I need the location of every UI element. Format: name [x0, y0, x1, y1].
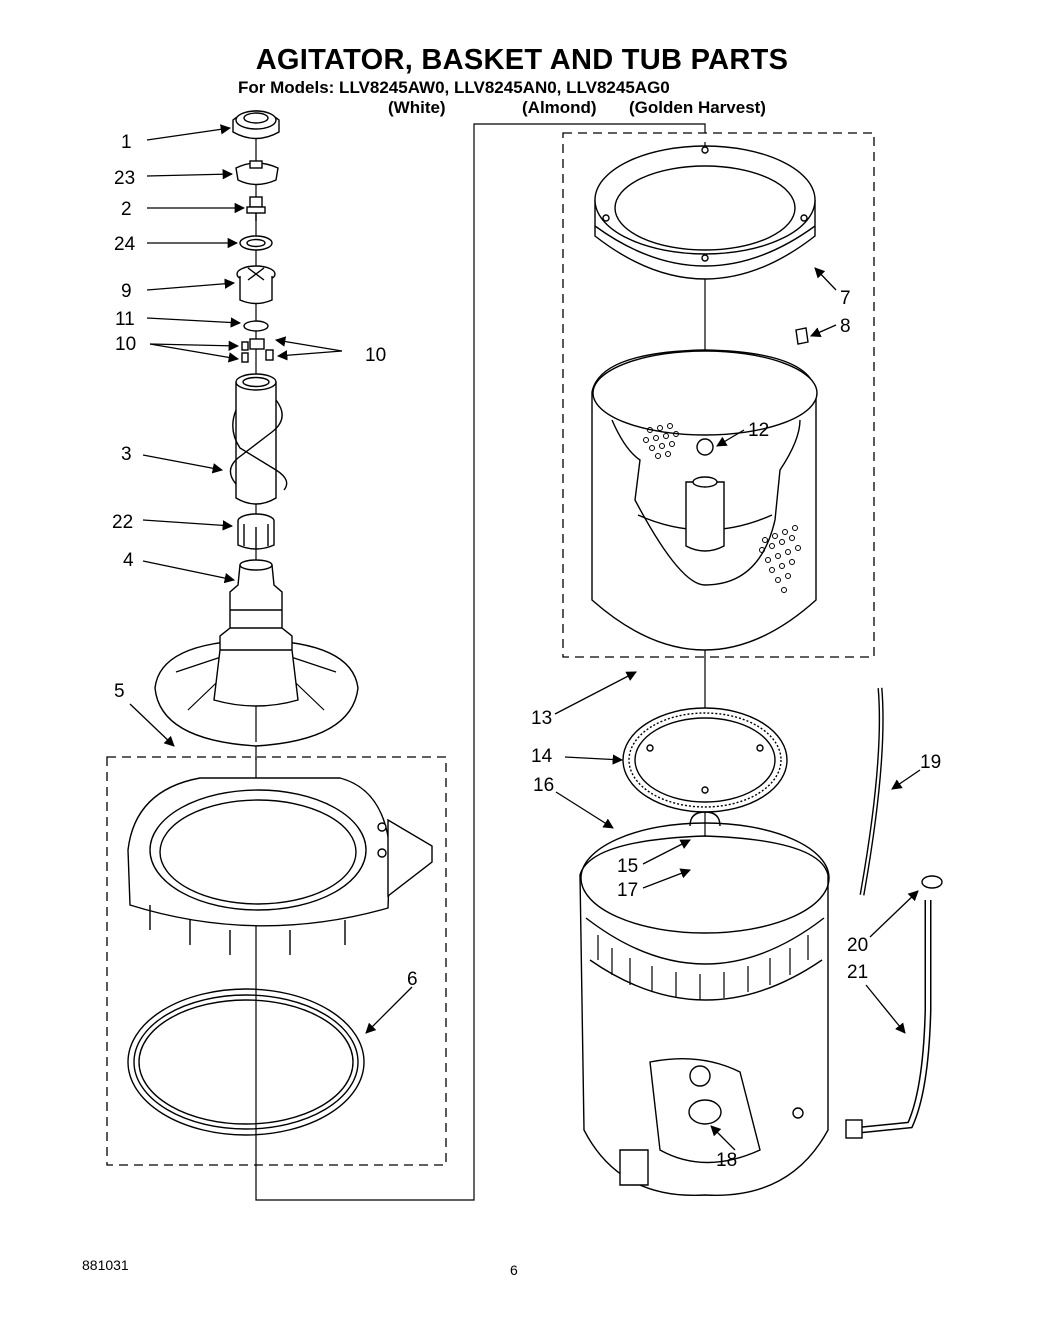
tub-ribs	[597, 935, 809, 1000]
callout-2: 2	[121, 199, 132, 220]
callout-18: 18	[716, 1150, 737, 1171]
agitator-cap	[232, 110, 280, 140]
basket-perforations	[643, 423, 801, 593]
callout-20: 20	[847, 935, 868, 956]
agitator-auger	[229, 373, 288, 505]
callout-17: 17	[617, 880, 638, 901]
callout-13: 13	[531, 708, 552, 729]
callout-7: 7	[840, 288, 851, 309]
tub-ring	[127, 777, 433, 955]
callout-9: 9	[121, 281, 132, 302]
drive-bell	[237, 513, 275, 550]
spin-brake-ring	[622, 707, 788, 813]
agitator-dogs	[241, 338, 274, 363]
balance-ring-clip	[795, 327, 809, 345]
page-number: 6	[510, 1262, 518, 1278]
callout-3: 3	[121, 444, 132, 465]
wash-basket	[591, 349, 818, 651]
color-label-almond: (Almond)	[522, 98, 597, 117]
callout-labels: 1 23 2 24 9 11 10 10 3 22 4 5 6 7 8 12 1…	[112, 132, 941, 1171]
callout-14: 14	[531, 746, 553, 767]
tub-seal-ring	[127, 988, 365, 1136]
callout-19: 19	[920, 752, 941, 773]
callout-1: 1	[121, 132, 132, 153]
hose-clamp	[921, 875, 943, 889]
color-label-golden-harvest: (Golden Harvest)	[629, 98, 766, 117]
callout-15: 15	[617, 856, 638, 877]
callout-11: 11	[115, 309, 135, 330]
outer-tub	[579, 822, 830, 1197]
callout-21: 21	[847, 962, 868, 983]
page-title: AGITATOR, BASKET AND TUB PARTS	[255, 44, 789, 76]
callout-5: 5	[114, 681, 125, 702]
callout-10-left: 10	[115, 334, 136, 355]
pressure-hose	[859, 687, 884, 896]
callout-10-right: 10	[365, 345, 386, 366]
basket-group-box	[562, 132, 875, 658]
cap-insert	[235, 160, 279, 186]
hose-connector	[845, 1119, 863, 1139]
models-line: For Models: LLV8245AW0, LLV8245AN0, LLV8…	[238, 78, 670, 97]
callout-22: 22	[112, 512, 133, 533]
retaining-ring	[243, 320, 269, 332]
callout-12: 12	[748, 420, 769, 441]
callout-23: 23	[114, 168, 135, 189]
callout-16: 16	[533, 775, 554, 796]
retaining-clip	[689, 811, 721, 827]
balance-ring	[594, 145, 816, 280]
callout-4: 4	[123, 550, 134, 571]
agitator-bolt	[246, 196, 266, 221]
callout-24: 24	[114, 234, 136, 255]
agitator-center-post	[213, 559, 299, 707]
document-number: 881031	[82, 1257, 129, 1273]
callout-8: 8	[840, 316, 851, 337]
drive-cam	[236, 265, 276, 305]
callout-6: 6	[407, 969, 418, 990]
color-label-white: (White)	[388, 98, 446, 117]
tub-ring-group-box	[106, 756, 447, 1166]
